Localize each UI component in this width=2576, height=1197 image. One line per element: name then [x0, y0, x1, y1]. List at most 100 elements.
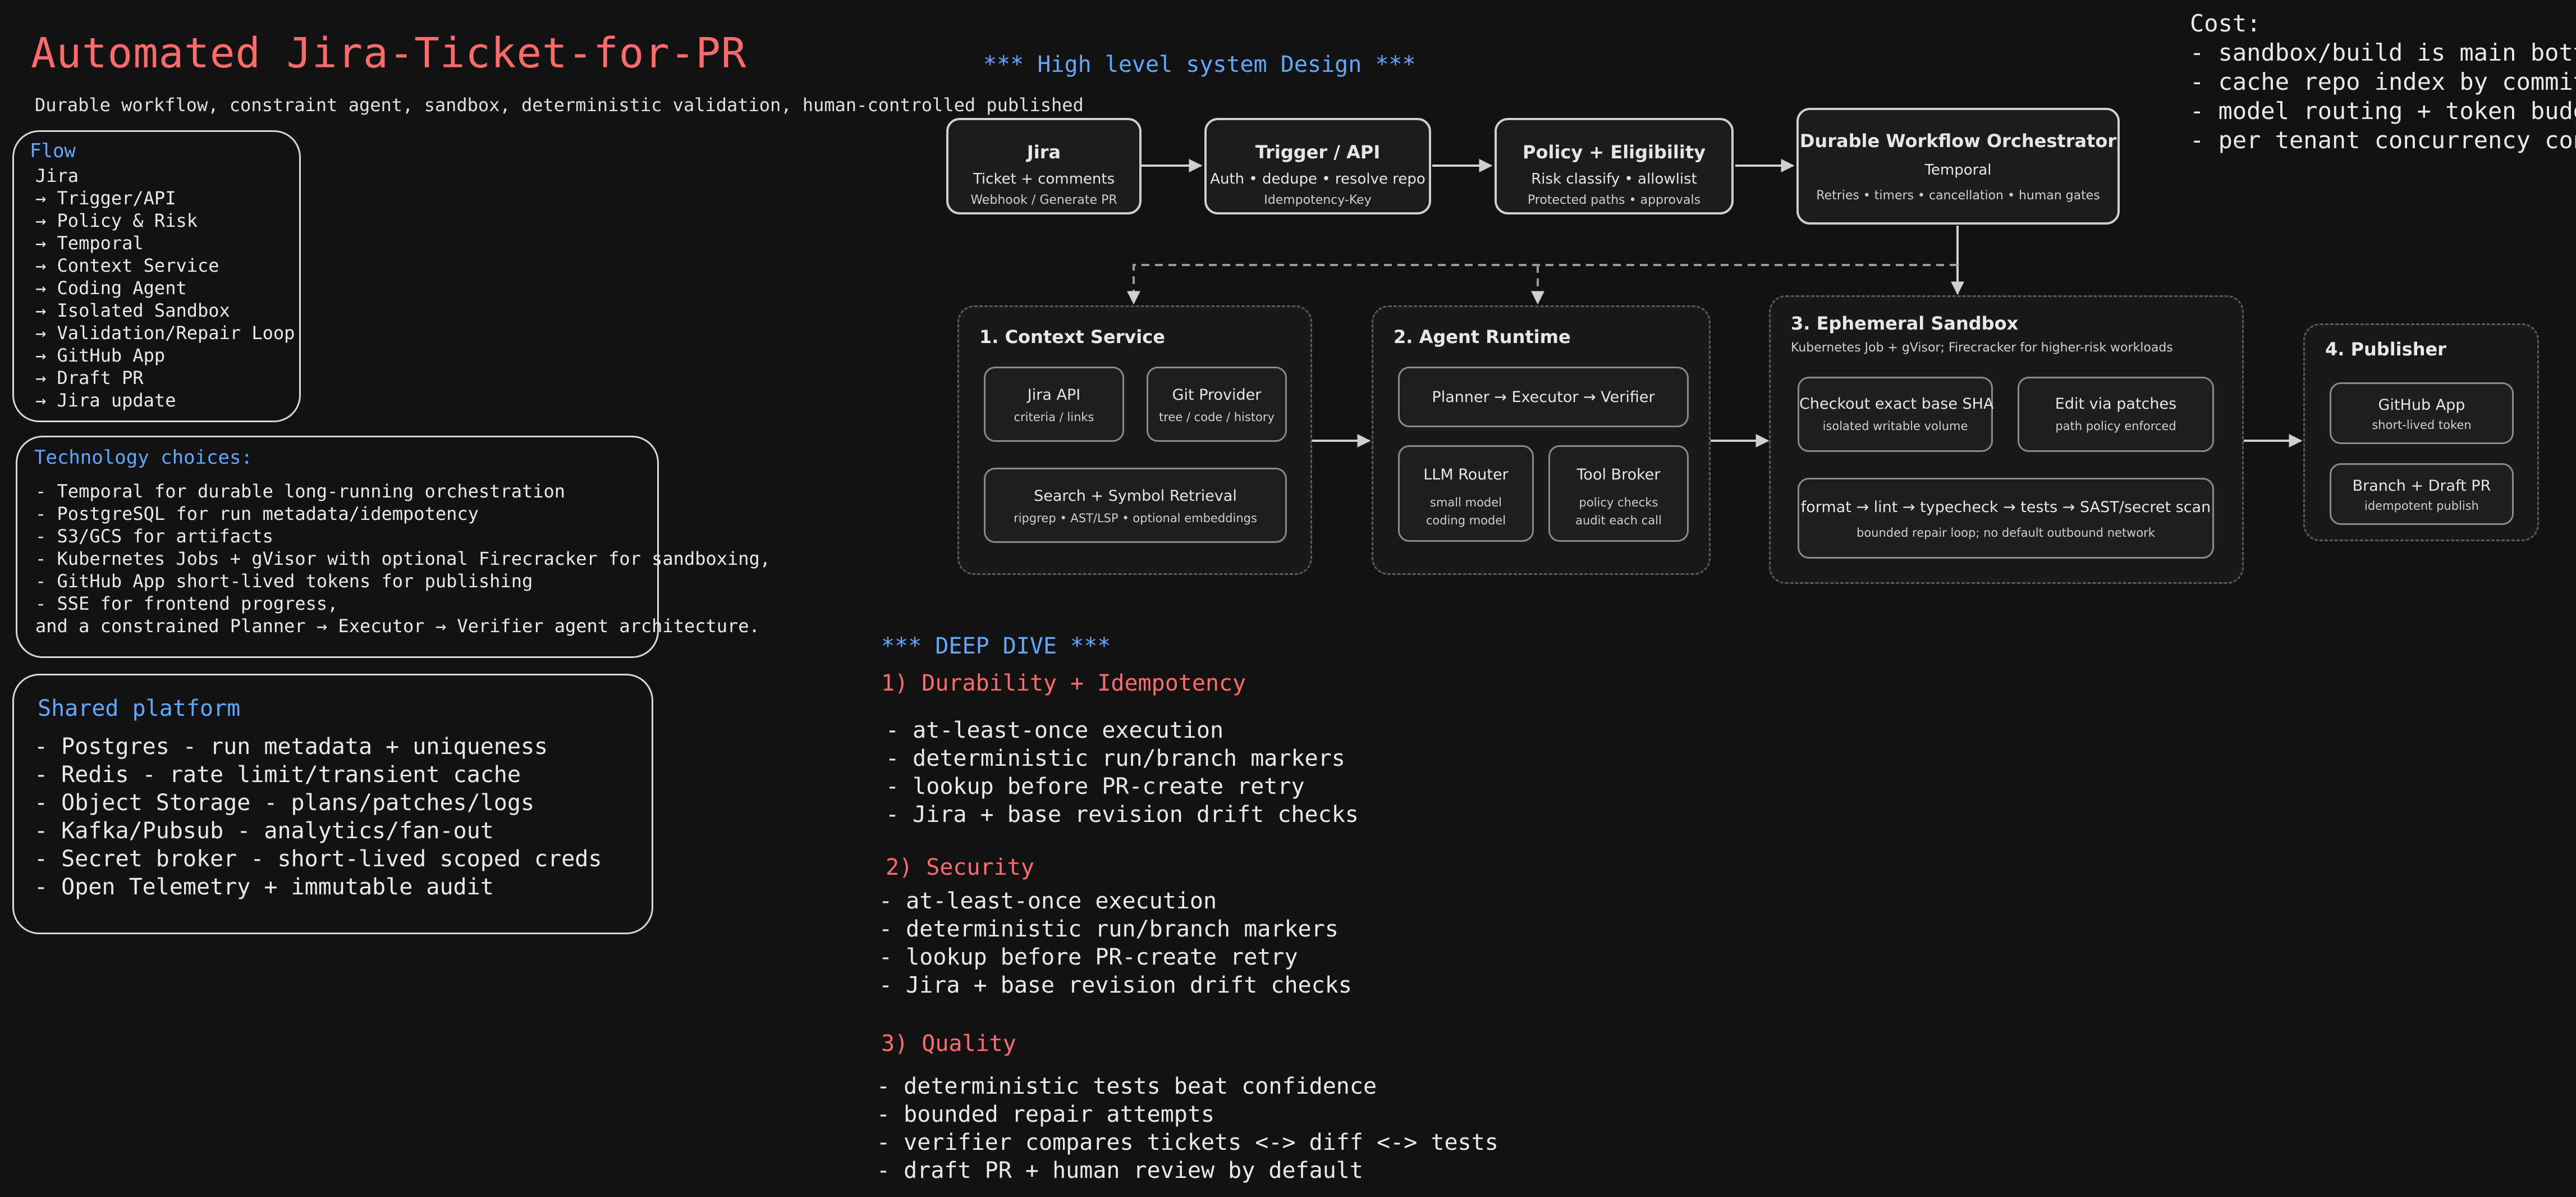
flow-title: Flow	[30, 140, 76, 162]
deep-dive-item: - Jira + base revision drift checks	[879, 972, 1352, 998]
flow-list: Jira → Trigger/API → Policy & Risk → Tem…	[35, 165, 295, 412]
flow-item: → GitHub App	[35, 345, 166, 366]
llm-router-sub1: small model	[1430, 496, 1502, 509]
shared-item: - Redis - rate limit/transient cache	[34, 762, 521, 788]
dashed-orchestrator-branch	[1127, 264, 1958, 305]
deep-dive-section-title: 2) Security	[886, 855, 1034, 880]
flow-panel: Flow Jira → Trigger/API → Policy & Risk …	[12, 130, 301, 422]
shared-title: Shared platform	[38, 696, 241, 721]
cost-item: - per tenant concurrency controls	[2190, 126, 2576, 154]
node-policy-note: Protected paths • approvals	[1527, 193, 1701, 207]
deep-dive-list-1: - at-least-once execution - deterministi…	[886, 716, 1359, 829]
tool-broker-sub2: audit each call	[1575, 514, 1662, 527]
deep-dive-item: - bounded repair attempts	[877, 1102, 1215, 1127]
github-app-sub: short-lived token	[2372, 418, 2472, 432]
deep-dive-item: - at-least-once execution	[879, 888, 1217, 914]
page-title: Automated Jira-Ticket-for-PR	[31, 29, 747, 77]
flow-item: → Context Service	[35, 255, 219, 276]
deep-dive-item: - deterministic run/branch markers	[886, 746, 1345, 771]
sub-validation-pipeline: format → lint → typecheck → tests → SAST…	[1798, 478, 2214, 559]
sub-jira-api: Jira API criteria / links	[984, 367, 1124, 442]
checkout-title: Checkout exact base SHA	[1799, 395, 1994, 413]
tech-item: - SSE for frontend progress,	[35, 593, 338, 614]
group-context-service: 1. Context Service Jira API criteria / l…	[957, 305, 1312, 575]
cost-item: - cache repo index by commit SHA	[2190, 68, 2576, 95]
node-jira-note: Webhook / Generate PR	[970, 193, 1117, 207]
sub-llm-router: LLM Router small model coding model	[1398, 445, 1534, 542]
node-orchestrator-note: Retries • timers • cancellation • human …	[1816, 189, 2100, 203]
sub-github-app: GitHub App short-lived token	[2330, 382, 2514, 444]
cost-title: Cost:	[2190, 10, 2261, 37]
jira-api-sub: criteria / links	[1014, 410, 1094, 424]
deep-dive-section-title: 1) Durability + Idempotency	[881, 670, 1246, 696]
search-sub: ripgrep • AST/LSP • optional embeddings	[1014, 511, 1257, 525]
flow-item: Jira	[35, 165, 79, 186]
node-policy-title: Policy + Eligibility	[1523, 141, 1706, 163]
cost-item: - model routing + token budgets	[2190, 97, 2576, 125]
github-app-title: GitHub App	[2378, 396, 2465, 414]
node-trigger-api: Trigger / API Auth • dedupe • resolve re…	[1204, 118, 1431, 214]
sub-git-provider: Git Provider tree / code / history	[1147, 367, 1287, 442]
llm-router-sub2: coding model	[1425, 514, 1506, 527]
deep-dive-item: - draft PR + human review by default	[877, 1158, 1363, 1184]
tech-item: - PostgreSQL for run metadata/idempotenc…	[35, 503, 479, 524]
sub-tool-broker: Tool Broker policy checks audit each cal…	[1548, 445, 1689, 542]
tech-item: - Temporal for durable long-running orch…	[35, 481, 566, 502]
flow-item: → Trigger/API	[35, 188, 176, 209]
deep-dive-section-title: 3) Quality	[881, 1031, 1016, 1057]
tech-title: Technology choices:	[34, 446, 253, 469]
context-title: 1. Context Service	[979, 326, 1165, 348]
llm-router-title: LLM Router	[1423, 466, 1509, 483]
deep-dive-list-3: - deterministic tests beat confidence - …	[877, 1072, 1498, 1185]
tool-broker-sub1: policy checks	[1579, 496, 1658, 509]
cost-item: - sandbox/build is main bottleneck	[2190, 39, 2576, 66]
tech-item: - Kubernetes Jobs + gVisor with optional…	[35, 548, 771, 569]
shared-panel: Shared platform - Postgres - run metadat…	[12, 674, 653, 934]
flow-item: → Temporal	[35, 232, 144, 254]
deep-dive-item: - deterministic run/branch markers	[879, 916, 1339, 942]
deep-dive-item: - verifier compares tickets <-> diff <->…	[877, 1130, 1498, 1155]
shared-item: - Postgres - run metadata + uniqueness	[34, 734, 548, 760]
edit-title: Edit via patches	[2055, 395, 2177, 413]
deep-dive-heading: *** DEEP DIVE ***	[881, 633, 1111, 659]
node-jira: Jira Ticket + comments Webhook / Generat…	[946, 118, 1142, 214]
search-title: Search + Symbol Retrieval	[1034, 487, 1237, 505]
pipeline-sub: bounded repair loop; no default outbound…	[1857, 526, 2155, 540]
edit-sub: path policy enforced	[2055, 419, 2176, 433]
shared-list: - Postgres - run metadata + uniqueness -…	[34, 733, 602, 901]
flow-item: → Policy & Risk	[35, 210, 198, 231]
flow-item: → Isolated Sandbox	[35, 300, 230, 321]
node-trigger-title: Trigger / API	[1255, 141, 1381, 163]
deep-dive-item: - deterministic tests beat confidence	[877, 1073, 1377, 1099]
git-provider-title: Git Provider	[1172, 386, 1262, 404]
sub-checkout-sha: Checkout exact base SHA isolated writabl…	[1798, 377, 1993, 452]
shared-item: - Secret broker - short-lived scoped cre…	[34, 846, 602, 872]
sub-branch-draft-pr: Branch + Draft PR idempotent publish	[2330, 463, 2514, 525]
node-policy-sub: Risk classify • allowlist	[1531, 171, 1697, 188]
group-publisher: 4. Publisher GitHub App short-lived toke…	[2303, 323, 2539, 541]
flow-item: → Coding Agent	[35, 277, 187, 299]
sub-edit-patches: Edit via patches path policy enforced	[2018, 377, 2214, 452]
shared-item: - Object Storage - plans/patches/logs	[34, 790, 535, 816]
sub-search-retrieval: Search + Symbol Retrieval ripgrep • AST/…	[984, 468, 1287, 543]
shared-item: - Kafka/Pubsub - analytics/fan-out	[34, 818, 494, 844]
node-orchestrator: Durable Workflow Orchestrator Temporal R…	[1796, 108, 2120, 225]
deep-dive-list-2: - at-least-once execution - deterministi…	[879, 887, 1352, 999]
pipeline-title: format → lint → typecheck → tests → SAST…	[1800, 499, 2211, 516]
cost-notes: Cost: - sandbox/build is main bottleneck…	[2190, 9, 2576, 155]
diagram-connectors	[1094, 159, 2303, 447]
deep-dive-item: - lookup before PR-create retry	[886, 774, 1305, 799]
node-orchestrator-title: Durable Workflow Orchestrator	[1799, 130, 2117, 152]
design-heading: *** High level system Design ***	[983, 52, 1416, 77]
tool-broker-title: Tool Broker	[1576, 466, 1661, 483]
node-jira-title: Jira	[1026, 141, 1061, 163]
branch-title: Branch + Draft PR	[2352, 477, 2491, 495]
tech-item: - GitHub App short-lived tokens for publ…	[35, 570, 533, 592]
node-jira-sub: Ticket + comments	[973, 171, 1115, 188]
node-trigger-sub: Auth • dedupe • resolve repo	[1210, 171, 1425, 188]
page-subtitle: Durable workflow, constraint agent, sand…	[35, 94, 1084, 116]
node-orchestrator-sub: Temporal	[1924, 162, 1992, 179]
tech-item: - S3/GCS for artifacts	[35, 526, 273, 547]
branch-sub: idempotent publish	[2364, 499, 2479, 513]
sandbox-subtitle: Kubernetes Job + gVisor; Firecracker for…	[1791, 341, 2173, 355]
